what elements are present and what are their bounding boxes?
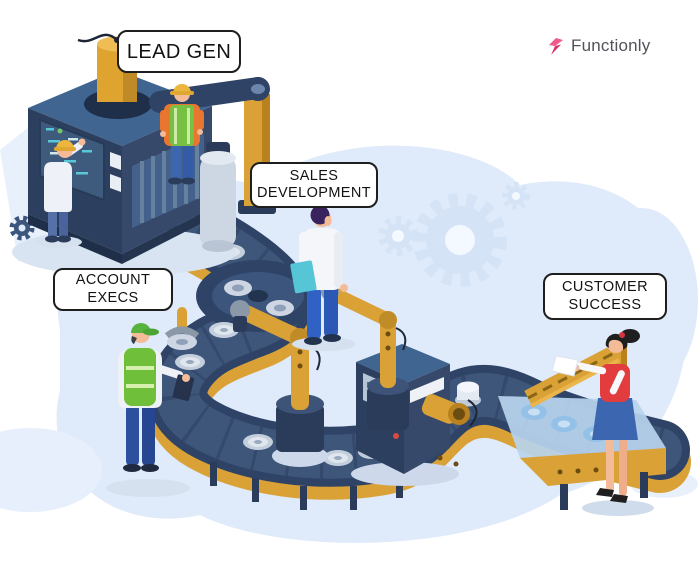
stage-label-account-execs: ACCOUNT EXECS — [53, 268, 173, 311]
gear-icon — [413, 193, 507, 287]
functionly-flag-icon — [549, 38, 563, 55]
account-exec-figure — [106, 323, 195, 497]
gear-icon-tiny — [502, 182, 530, 210]
stage-label-lead-gen: LEAD GEN — [117, 30, 241, 73]
mini-gripper — [164, 307, 200, 350]
stage-label-text: SALES DEVELOPMENT — [257, 167, 371, 201]
sales-rep-figure — [290, 205, 356, 351]
conveyor-item — [224, 280, 252, 296]
gear-icon-navy — [9, 215, 35, 241]
scientist-figure — [34, 138, 86, 248]
stage-label-text: ACCOUNT EXECS — [75, 272, 151, 306]
nozzle — [421, 394, 478, 427]
robot-arm-2 — [321, 283, 409, 430]
customer-success-figure — [551, 329, 654, 516]
gear-icon-small — [378, 216, 418, 256]
stage-label-text: LEAD GEN — [126, 40, 232, 63]
stage-label-sales-development: SALES DEVELOPMENT — [250, 162, 378, 208]
stage-label-customer-success: CUSTOMER SUCCESS — [543, 273, 667, 320]
conveyor-item — [266, 300, 294, 316]
stage-label-text: CUSTOMER SUCCESS — [562, 279, 648, 313]
factory-worker-figure — [160, 84, 204, 185]
brand-name: Functionly — [571, 36, 651, 55]
robot-arm — [230, 300, 328, 467]
functionly-logo[interactable]: Functionly — [547, 36, 650, 56]
storage-tank — [200, 142, 236, 252]
